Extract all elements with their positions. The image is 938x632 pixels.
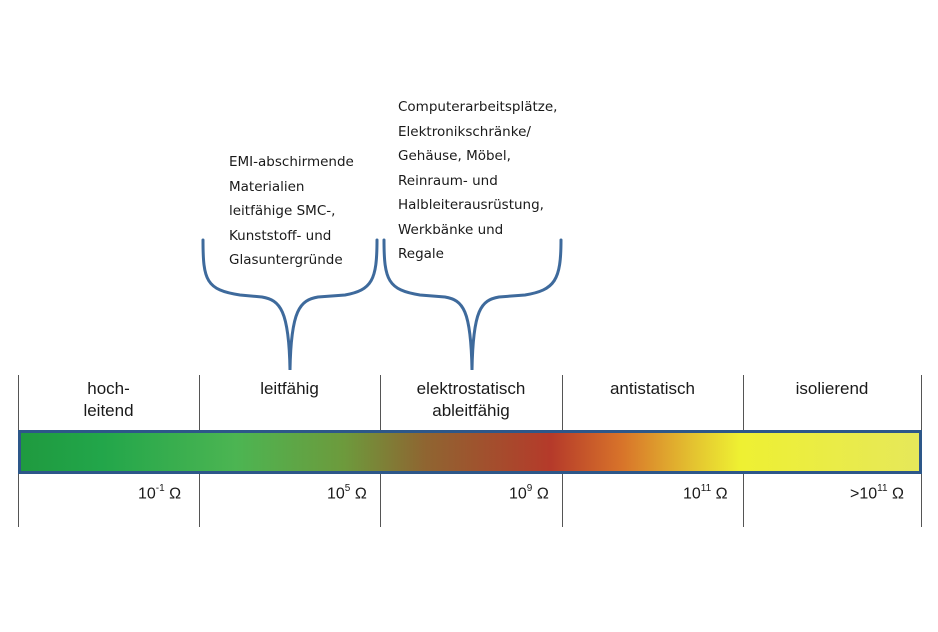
resistance-label: >1011 Ω: [850, 483, 904, 503]
resistance-exponent: 11: [877, 483, 888, 494]
resistance-label: 109 Ω: [509, 483, 549, 503]
category-label-line: isolierend: [795, 379, 869, 398]
note-computer-line: Elektronikschränke/: [398, 123, 531, 140]
resistance-prefix: >: [850, 485, 860, 503]
resistance-unit: Ω: [169, 485, 182, 503]
note-computer-workstations: Computerarbeitsplätze, Elektronikschränk…: [398, 95, 557, 267]
category-label-line: elektrostatisch: [416, 379, 526, 398]
note-computer-line: Computerarbeitsplätze,: [398, 99, 558, 115]
category-label-line: hoch-: [87, 379, 130, 398]
resistance-label: 1011 Ω: [683, 483, 728, 503]
note-emi-materials: EMI-abschirmende Materialien leitfähige …: [229, 150, 354, 273]
note-emi-line: leitfähige SMC-,: [229, 203, 336, 219]
resistance-base: 10: [859, 485, 878, 503]
resistance-base: 10: [509, 485, 527, 503]
category-antistatic: antistatisch: [562, 378, 743, 400]
category-label-line: leitfähig: [260, 379, 319, 398]
resistance-label: 105 Ω: [327, 483, 367, 503]
note-computer-line: Halbleiterausrüstung,: [398, 197, 544, 213]
resistance-base: 10: [327, 485, 345, 503]
note-computer-line: Werkbänke und: [398, 221, 504, 238]
resistance-unit: Ω: [354, 485, 367, 503]
category-label-line: leitend: [83, 401, 134, 420]
resistance-exponent: 5: [344, 483, 351, 494]
note-emi-line: Materialien: [229, 178, 305, 195]
note-emi-line: Kunststoff- und: [229, 227, 332, 244]
category-insulating: isolierend: [743, 378, 921, 400]
resistance-exponent: -1: [155, 483, 165, 494]
note-emi-line: EMI-abschirmende: [229, 154, 354, 170]
category-label-line: antistatisch: [609, 379, 696, 398]
category-highly-conductive: hoch- leitend: [18, 378, 199, 422]
resistance-unit: Ω: [891, 485, 904, 503]
note-computer-line: Reinraum- und: [398, 172, 498, 189]
category-conductive: leitfähig: [199, 378, 380, 400]
resistance-base: 10: [683, 485, 701, 503]
resistance-unit: Ω: [536, 485, 549, 503]
resistance-gradient-bar: [18, 430, 922, 474]
resistance-base: 10: [138, 485, 156, 503]
resistance-label: 10-1 Ω: [138, 483, 182, 503]
brace-computer: [382, 238, 563, 371]
note-computer-line: Regale: [398, 246, 444, 262]
brace-emi: [201, 238, 379, 371]
resistance-unit: Ω: [715, 485, 728, 503]
note-computer-line: Gehäuse, Möbel,: [398, 148, 511, 164]
resistance-exponent: 9: [526, 483, 533, 494]
note-emi-line: Glasuntergründe: [229, 252, 343, 268]
resistance-exponent: 11: [700, 483, 712, 494]
category-label-line: ableitfähig: [432, 401, 510, 420]
category-dissipative: elektrostatisch ableitfähig: [380, 378, 562, 422]
